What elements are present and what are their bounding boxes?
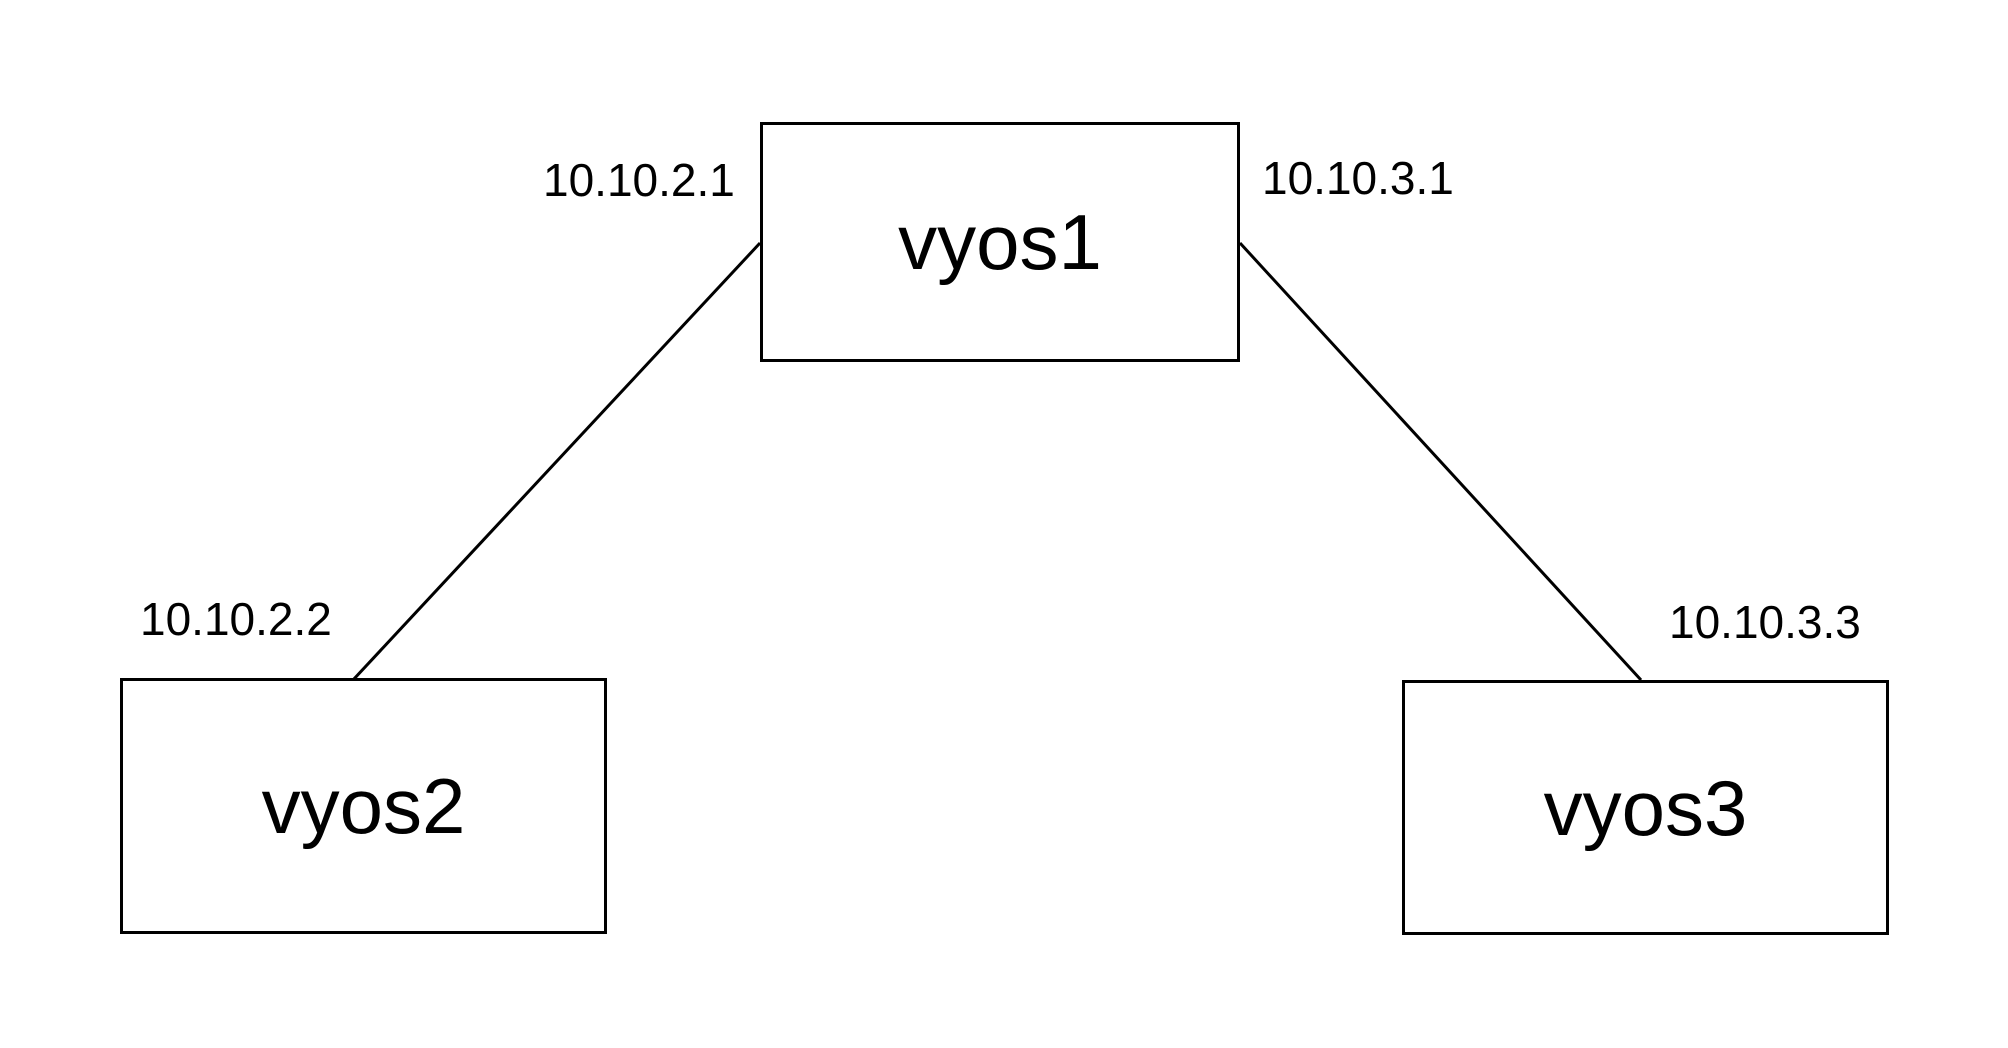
node-vyos1-label: vyos1 <box>898 198 1102 286</box>
node-vyos1: vyos1 <box>760 122 1240 362</box>
link-line-vyos1-vyos2 <box>351 241 762 682</box>
node-vyos2-label: vyos2 <box>261 762 466 850</box>
link-line-vyos1-vyos3 <box>1238 241 1643 682</box>
node-vyos3: vyos3 <box>1402 680 1889 935</box>
node-vyos2: vyos2 <box>120 678 607 934</box>
ip-label-vyos3: 10.10.3.3 <box>1669 596 1861 648</box>
ip-label-vyos1-left: 10.10.2.1 <box>543 154 735 206</box>
ip-label-vyos2: 10.10.2.2 <box>140 593 332 645</box>
ip-label-vyos1-right: 10.10.3.1 <box>1262 152 1454 204</box>
node-vyos3-label: vyos3 <box>1543 763 1748 852</box>
